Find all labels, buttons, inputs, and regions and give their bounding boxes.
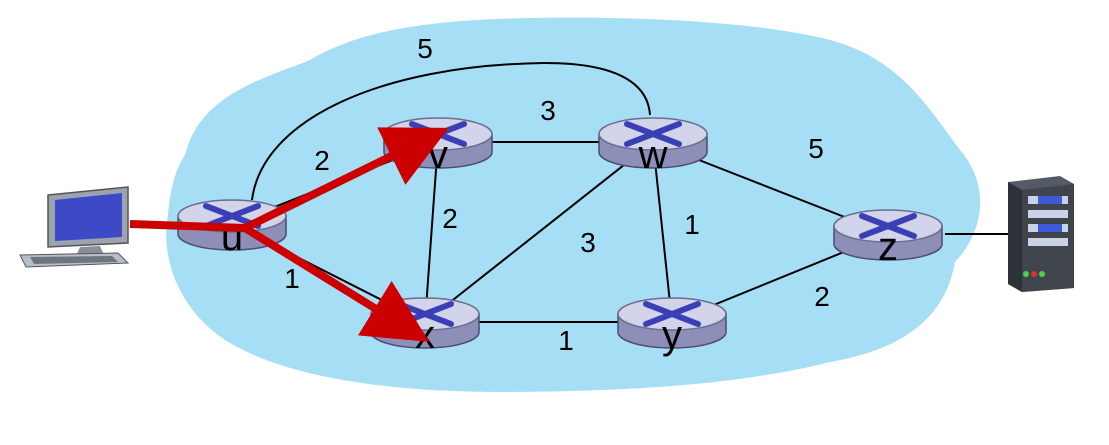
path-u-x <box>242 224 430 342</box>
weight-w-y: 1 <box>684 209 700 240</box>
edge-w-y <box>652 141 673 323</box>
weight-x-y: 1 <box>558 325 574 356</box>
router-w: w <box>598 117 708 177</box>
computer-icon <box>19 186 130 268</box>
weight-y-z: 2 <box>814 281 830 312</box>
weight-u-w: 5 <box>417 33 433 64</box>
router-cross-icon <box>859 213 917 239</box>
router-y: y <box>617 297 727 357</box>
edge-x-w <box>424 141 654 323</box>
edge-weights: 5 2 1 3 2 3 1 1 5 2 <box>284 33 830 356</box>
weight-v-x: 2 <box>442 203 458 234</box>
node-label-u: u <box>221 215 243 259</box>
weight-v-w: 3 <box>540 95 556 126</box>
highlighted-paths <box>129 127 449 342</box>
node-label-y: y <box>662 313 682 357</box>
node-label-x: x <box>415 313 435 357</box>
edge-u-w <box>251 61 651 201</box>
router-z: z <box>833 209 943 269</box>
weight-x-w: 3 <box>580 227 596 258</box>
weight-u-x: 1 <box>284 263 300 294</box>
node-label-v: v <box>428 133 448 177</box>
weight-u-v: 2 <box>314 145 330 176</box>
node-label-z: z <box>878 225 898 269</box>
weight-w-z: 5 <box>808 133 824 164</box>
router-cross-icon <box>643 301 701 327</box>
router-cross-icon <box>624 121 682 147</box>
server-icon <box>1008 176 1074 292</box>
node-label-w: w <box>638 133 668 177</box>
